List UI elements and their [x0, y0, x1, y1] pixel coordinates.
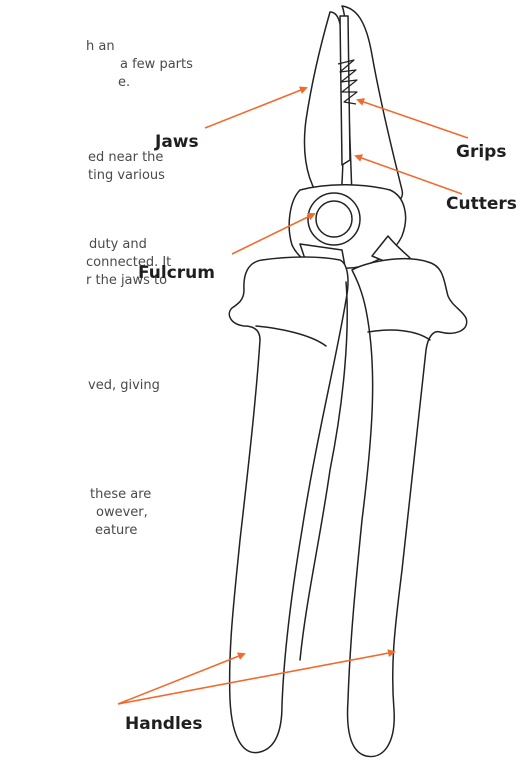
jaws-arrow: [205, 88, 306, 128]
handles-arrow-left: [118, 654, 244, 704]
label-jaws: Jaws: [155, 132, 199, 152]
right-handle: [348, 259, 467, 757]
jaw-slot: [340, 16, 350, 165]
label-handles: Handles: [125, 714, 202, 734]
label-grips: Grips: [456, 142, 506, 162]
label-fulcrum: Fulcrum: [138, 263, 215, 283]
label-cutters: Cutters: [446, 194, 517, 214]
left-jaw: [304, 12, 343, 205]
